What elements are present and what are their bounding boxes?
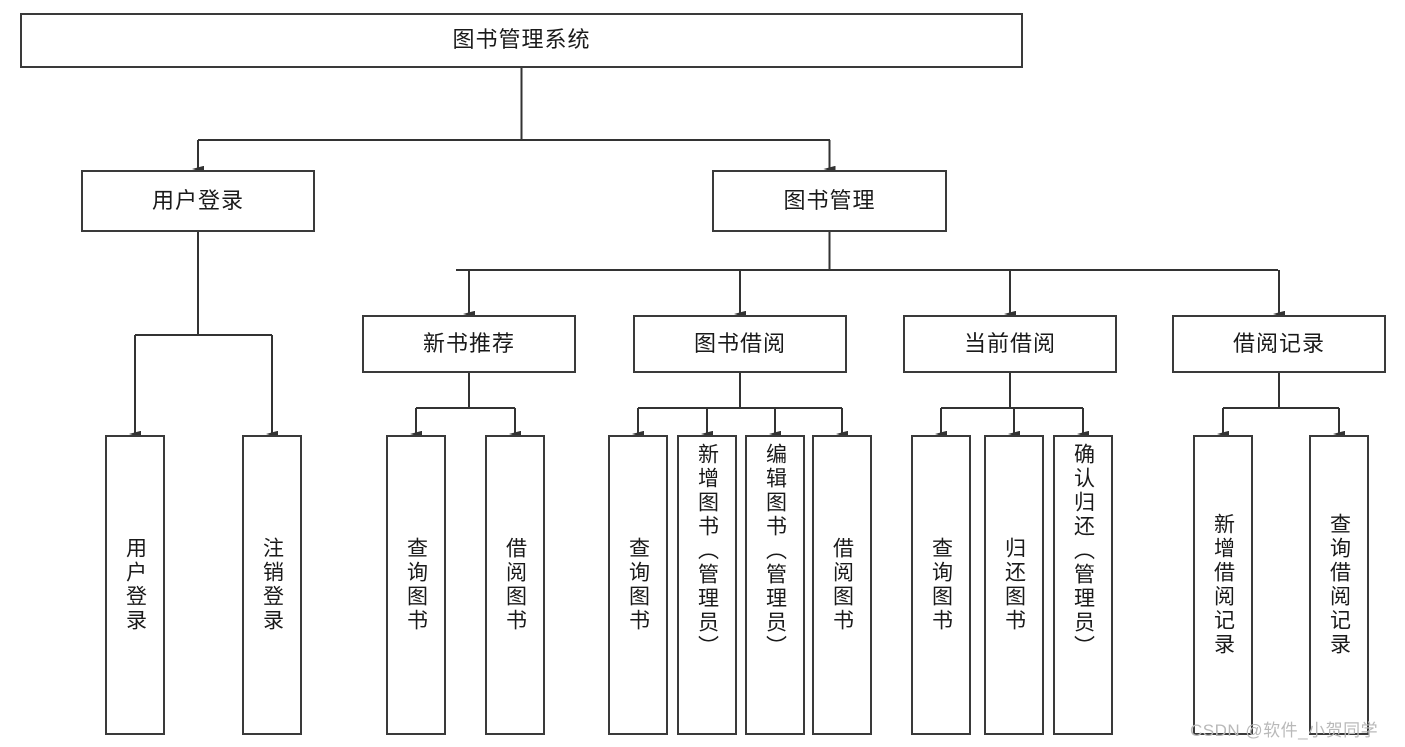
node-label: 当前借阅: [963, 330, 1056, 356]
node-label: 借阅记录: [1232, 330, 1325, 356]
node-label: 编辑图书（管理员）: [763, 443, 787, 659]
node-leaf-add-record[interactable]: 新增借阅记录: [1193, 435, 1253, 735]
node-label: 用户登录: [123, 537, 147, 633]
node-leaf-query-book-1[interactable]: 查询图书: [386, 435, 446, 735]
node-label: 查询图书: [404, 537, 428, 633]
node-user-login[interactable]: 用户登录: [81, 170, 315, 232]
node-label: 确认归还（管理员）: [1071, 443, 1095, 659]
node-leaf-query-book-2[interactable]: 查询图书: [608, 435, 668, 735]
node-label: 注销登录: [260, 537, 284, 633]
node-label: 借阅图书: [830, 537, 854, 633]
node-label: 图书管理系统: [452, 27, 591, 53]
node-label: 新增借阅记录: [1211, 513, 1235, 657]
node-label: 借阅图书: [503, 537, 527, 633]
node-leaf-confirm-return[interactable]: 确认归还（管理员）: [1053, 435, 1113, 735]
node-current-borrow[interactable]: 当前借阅: [903, 315, 1117, 373]
node-book-manage[interactable]: 图书管理: [712, 170, 947, 232]
node-leaf-user-logout[interactable]: 注销登录: [242, 435, 302, 735]
node-leaf-return-book[interactable]: 归还图书: [984, 435, 1044, 735]
node-label: 查询借阅记录: [1327, 513, 1351, 657]
node-leaf-add-book[interactable]: 新增图书（管理员）: [677, 435, 737, 735]
node-root[interactable]: 图书管理系统: [20, 13, 1023, 68]
node-leaf-query-record[interactable]: 查询借阅记录: [1309, 435, 1369, 735]
node-leaf-borrow-book-2[interactable]: 借阅图书: [812, 435, 872, 735]
node-label: 新增图书（管理员）: [695, 443, 719, 659]
node-label: 用户登录: [151, 187, 244, 213]
csdn-watermark: CSDN @软件_小贺同学: [1190, 721, 1379, 740]
node-label: 新书推荐: [422, 330, 515, 356]
node-label: 查询图书: [626, 537, 650, 633]
node-leaf-query-book-3[interactable]: 查询图书: [911, 435, 971, 735]
node-label: 归还图书: [1002, 537, 1026, 633]
node-label: 查询图书: [929, 537, 953, 633]
node-borrow-record[interactable]: 借阅记录: [1172, 315, 1386, 373]
node-book-borrow[interactable]: 图书借阅: [633, 315, 847, 373]
node-new-book-rec[interactable]: 新书推荐: [362, 315, 576, 373]
node-leaf-edit-book[interactable]: 编辑图书（管理员）: [745, 435, 805, 735]
node-leaf-user-login[interactable]: 用户登录: [105, 435, 165, 735]
node-label: 图书管理: [783, 187, 876, 213]
node-leaf-borrow-book-1[interactable]: 借阅图书: [485, 435, 545, 735]
node-label: 图书借阅: [693, 330, 786, 356]
